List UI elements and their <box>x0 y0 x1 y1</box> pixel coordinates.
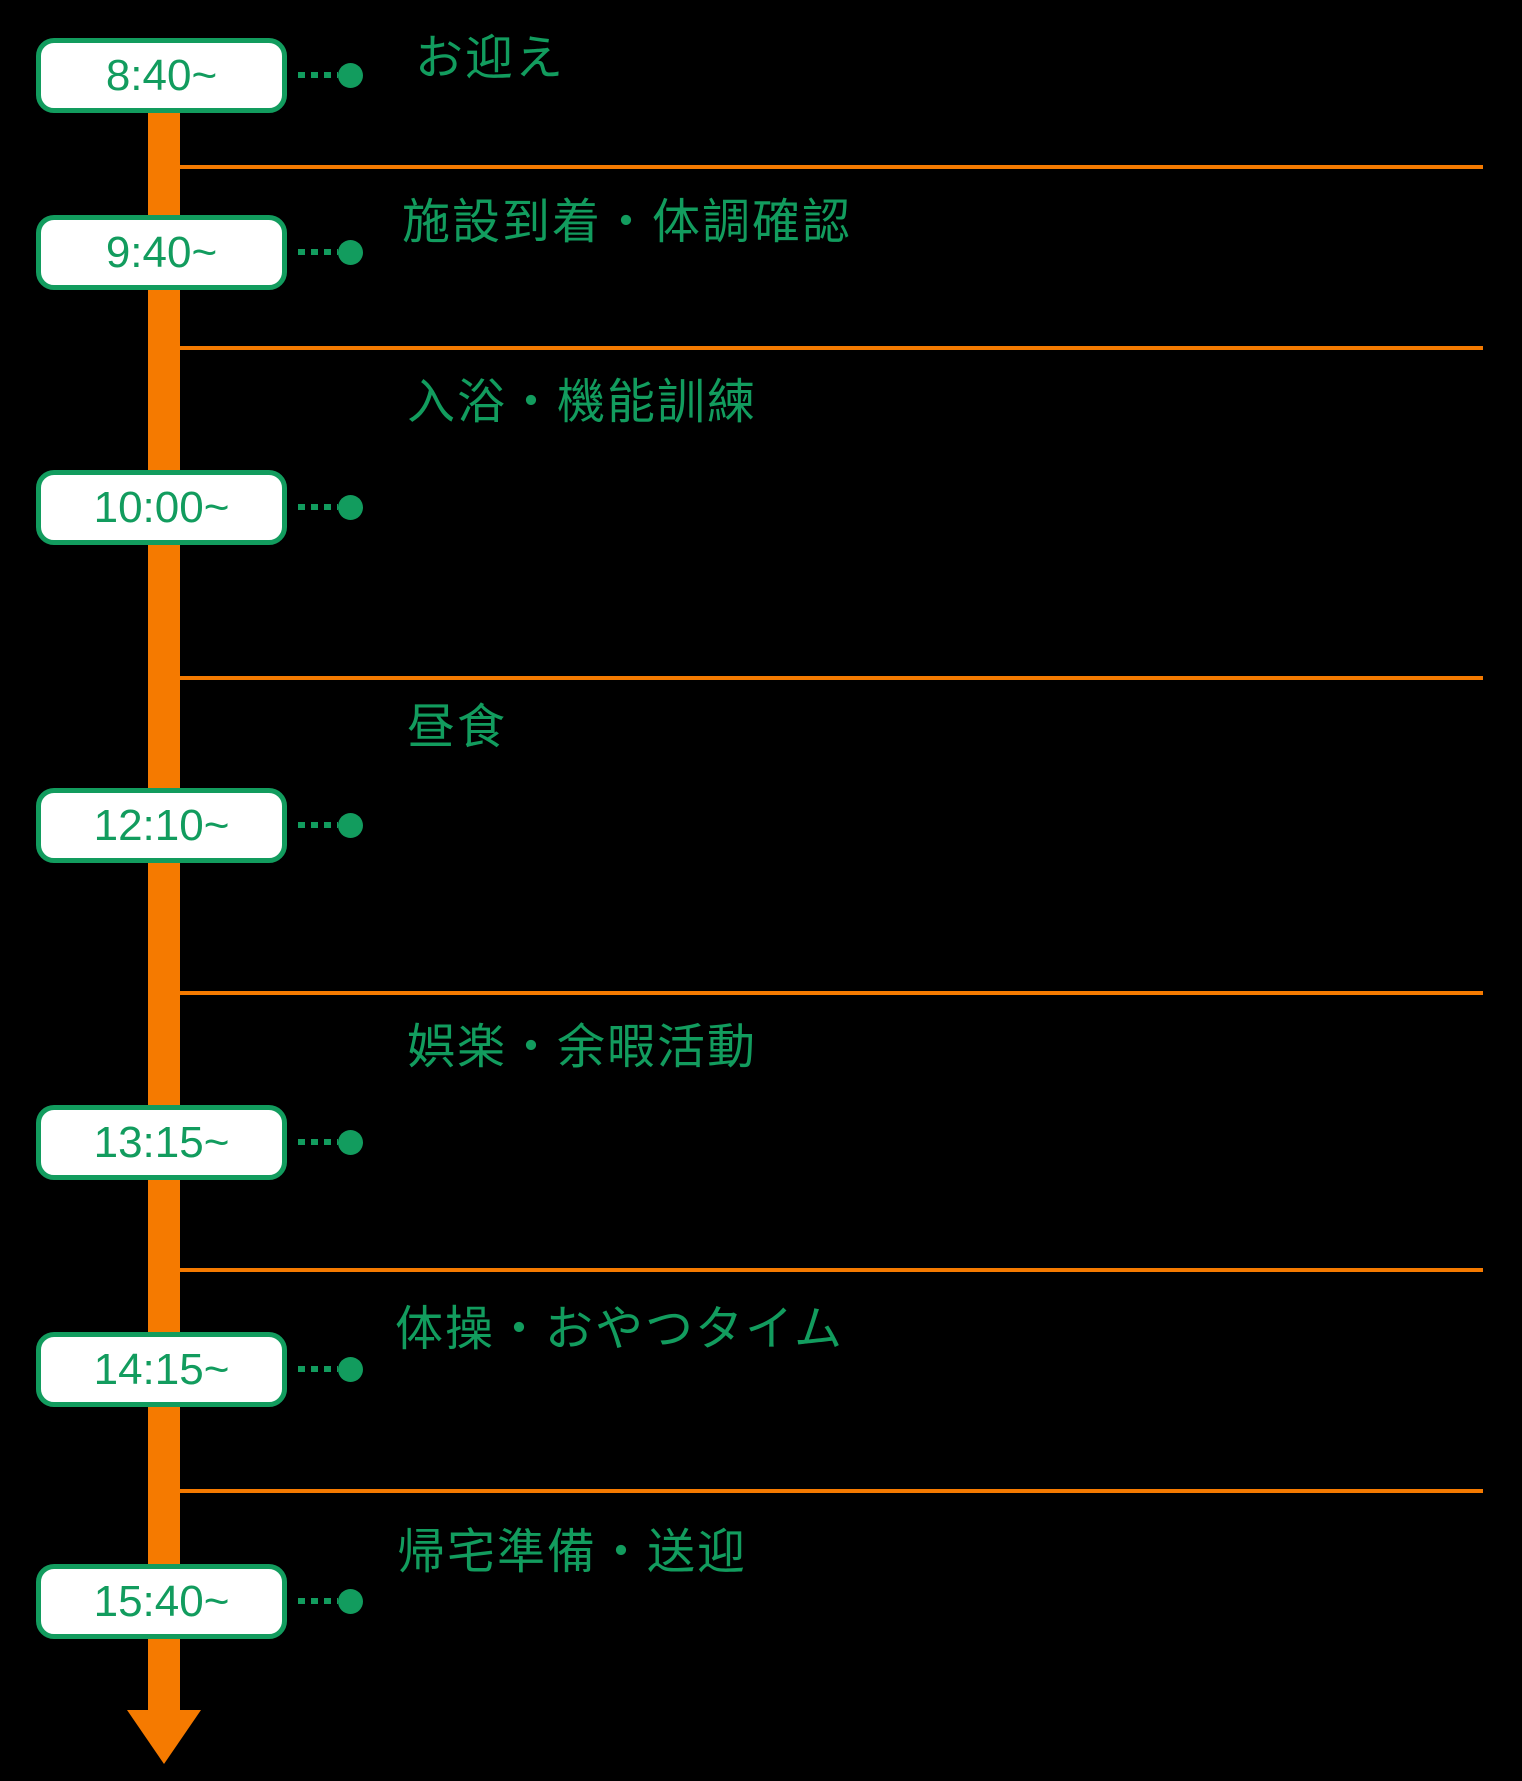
connector-dashes <box>298 72 338 78</box>
arrow-down-icon <box>127 1710 201 1764</box>
timeline-dot <box>338 1130 363 1155</box>
connector-dashes <box>298 1598 338 1604</box>
timeline-dot <box>338 813 363 838</box>
timeline-dot <box>338 63 363 88</box>
activity-label: 昼食 <box>407 701 508 754</box>
time-badge: 15:40~ <box>36 1564 287 1639</box>
time-badge: 13:15~ <box>36 1105 287 1180</box>
time-badge-text: 13:15~ <box>93 1117 230 1167</box>
time-badge-text: 15:40~ <box>93 1576 230 1626</box>
time-badge: 9:40~ <box>36 215 287 290</box>
timeline-dot <box>338 1357 363 1382</box>
time-badge-text: 9:40~ <box>105 227 218 277</box>
connector-dashes <box>298 249 338 255</box>
time-badge: 10:00~ <box>36 470 287 545</box>
time-badge-text: 12:10~ <box>93 800 230 850</box>
section-divider <box>178 676 1483 680</box>
section-divider <box>178 1489 1483 1493</box>
section-divider <box>178 1268 1483 1272</box>
time-badge: 8:40~ <box>36 38 287 113</box>
activity-label: 帰宅準備・送迎 <box>397 1526 748 1579</box>
section-divider <box>178 165 1483 169</box>
time-badge: 12:10~ <box>36 788 287 863</box>
timeline-dot <box>338 240 363 265</box>
activity-label: 入浴・機能訓練 <box>407 376 758 429</box>
activity-label: 施設到着・体調確認 <box>402 196 853 249</box>
connector-dashes <box>298 504 338 510</box>
timeline-dot <box>338 495 363 520</box>
section-divider <box>178 346 1483 350</box>
time-badge-text: 8:40~ <box>105 50 218 100</box>
timeline-dot <box>338 1589 363 1614</box>
activity-label: 娯楽・余暇活動 <box>407 1021 758 1074</box>
time-badge: 14:15~ <box>36 1332 287 1407</box>
connector-dashes <box>298 1139 338 1145</box>
timeline-line <box>148 58 180 1712</box>
activity-label: 体操・おやつタイム <box>395 1303 845 1356</box>
connector-dashes <box>298 1366 338 1372</box>
time-badge-text: 14:15~ <box>93 1344 230 1394</box>
activity-label: お迎え <box>415 32 566 85</box>
connector-dashes <box>298 822 338 828</box>
section-divider <box>178 991 1483 995</box>
time-badge-text: 10:00~ <box>93 482 230 532</box>
